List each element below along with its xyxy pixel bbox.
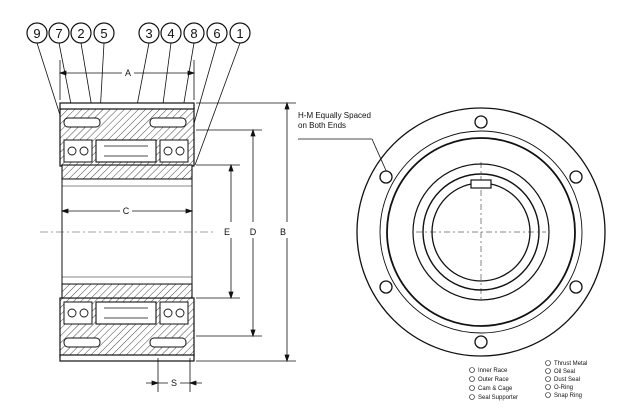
tapped-hole-bottom-left bbox=[63, 337, 101, 348]
legend-item-cam-cage: Cam & Cage bbox=[469, 385, 513, 392]
legend-item-dust-seal: Dust Seal bbox=[545, 376, 580, 383]
seal-assembly-top-right bbox=[159, 139, 189, 163]
callout-6: 6 bbox=[206, 22, 228, 44]
seal-assembly-bottom-left bbox=[63, 301, 93, 325]
legend-label-inner-race: Inner Race bbox=[478, 368, 508, 374]
callout-5: 5 bbox=[93, 22, 115, 44]
side-section-view bbox=[40, 102, 215, 362]
callout-4: 4 bbox=[160, 22, 182, 44]
legend-item-oil-seal: Oil Seal bbox=[545, 368, 575, 375]
callout-2: 2 bbox=[70, 22, 92, 44]
mounting-hole-6 bbox=[379, 170, 393, 184]
legend-label-snap-ring: Snap Ring bbox=[554, 393, 582, 399]
callout-7-label: 7 bbox=[55, 26, 62, 41]
callout-9: 9 bbox=[26, 22, 48, 44]
outer-race-edge bbox=[386, 137, 576, 327]
legend-label-oil-seal: Oil Seal bbox=[554, 369, 575, 375]
callout-7: 7 bbox=[48, 22, 70, 44]
dimension-lines bbox=[58, 60, 296, 392]
dimension-label-s: S bbox=[171, 378, 177, 388]
mounting-hole-4 bbox=[474, 335, 488, 349]
dimension-label-a: A bbox=[125, 68, 131, 78]
mounting-hole-2 bbox=[569, 170, 583, 184]
callout-1: 1 bbox=[229, 22, 251, 44]
callout-2-label: 2 bbox=[77, 26, 84, 41]
legend-label-cam-cage: Cam & Cage bbox=[478, 386, 513, 392]
callout-3: 3 bbox=[138, 22, 160, 44]
note-line-1: H-M Equally Spaced bbox=[298, 111, 371, 120]
mounting-hole-3 bbox=[569, 280, 583, 294]
dimension-label-c: C bbox=[123, 206, 130, 216]
cam-cage-top bbox=[95, 139, 157, 163]
dimension-label-d: D bbox=[250, 227, 257, 237]
legend-label-dust-seal: Dust Seal bbox=[554, 377, 580, 383]
parts-legend: Inner Race Outer Race Cam & Cage Seal Su… bbox=[469, 360, 587, 401]
legend-item-snap-ring: Snap Ring bbox=[545, 392, 582, 399]
mounting-hole-1 bbox=[474, 115, 488, 129]
inner-race-bottom bbox=[61, 283, 193, 299]
callout-3-label: 3 bbox=[145, 26, 152, 41]
legend-label-outer-race: Outer Race bbox=[478, 377, 509, 383]
callout-8: 8 bbox=[183, 22, 205, 44]
callout-8-label: 8 bbox=[190, 26, 197, 41]
outer-race-outline bbox=[379, 130, 583, 334]
note-line-2: on Both Ends bbox=[298, 121, 346, 130]
legend-label-thrust-metal: Thrust Metal bbox=[554, 361, 587, 367]
legend-item-seal-supporter: Seal Supporter bbox=[469, 394, 518, 401]
legend-item-thrust-metal: Thrust Metal bbox=[545, 360, 587, 367]
dimension-label-b: B bbox=[280, 227, 286, 237]
end-view bbox=[356, 107, 606, 357]
callout-9-label: 9 bbox=[33, 26, 40, 41]
legend-item-o-ring: O-Ring bbox=[545, 384, 573, 391]
callout-1-label: 1 bbox=[236, 26, 243, 41]
callout-4-label: 4 bbox=[167, 26, 174, 41]
callout-6-label: 6 bbox=[213, 26, 220, 41]
inner-race-top bbox=[61, 164, 193, 180]
callout-5-label: 5 bbox=[100, 26, 107, 41]
dimension-label-e: E bbox=[224, 227, 230, 237]
legend-item-inner-race: Inner Race bbox=[469, 367, 508, 374]
tapped-hole-top-right bbox=[149, 117, 187, 128]
legend-label-o-ring: O-Ring bbox=[554, 385, 573, 391]
mounting-holes bbox=[379, 115, 583, 349]
keyway bbox=[470, 179, 492, 189]
seal-assembly-top-left bbox=[63, 139, 93, 163]
bore bbox=[61, 178, 193, 285]
legend-item-outer-race: Outer Race bbox=[469, 376, 509, 383]
cam-cage-bottom bbox=[95, 301, 157, 325]
seal-assembly-bottom-right bbox=[159, 301, 189, 325]
tapped-hole-bottom-right bbox=[149, 337, 187, 348]
callout-group: 9 7 2 5 3 4 8 6 bbox=[26, 22, 251, 44]
flange-outline bbox=[356, 107, 606, 357]
tapped-hole-top-left bbox=[63, 117, 101, 128]
mounting-hole-5 bbox=[379, 280, 393, 294]
legend-label-seal-supporter: Seal Supporter bbox=[478, 395, 518, 401]
